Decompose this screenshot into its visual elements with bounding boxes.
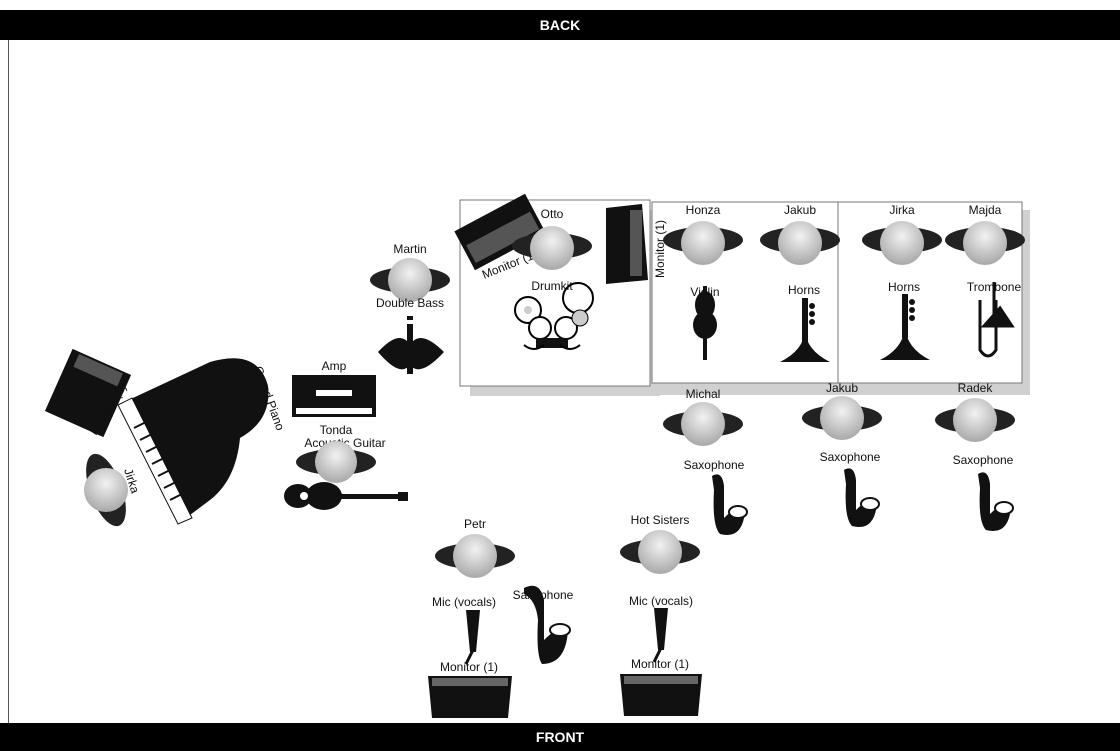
violin-icon	[693, 286, 717, 360]
monitor-wedge-piano	[44, 348, 132, 438]
stage-back-label: BACK	[0, 10, 1120, 40]
monitor-wedge-drums-left	[454, 193, 546, 271]
person-petr	[435, 534, 515, 578]
monitor-wedge-front-right	[620, 674, 702, 716]
person-name: Otto	[541, 207, 564, 221]
instrument-label: Violin	[690, 285, 719, 299]
person-name: Radek	[958, 381, 994, 395]
trombone-icon	[978, 282, 1015, 358]
instrument-label: Horns	[788, 283, 820, 297]
person-name: Jakub	[826, 381, 858, 395]
instrument-label: Double Bass	[376, 296, 444, 310]
microphone-icon	[652, 608, 668, 663]
instrument-label: Mic (vocals)	[629, 594, 693, 608]
person-jirka	[862, 221, 942, 265]
instrument-label: Trombone	[967, 280, 1022, 294]
person-majda	[945, 221, 1025, 265]
drumkit-icon	[514, 282, 594, 350]
instrument-label: Drumkit	[531, 279, 573, 293]
person-radek	[935, 398, 1015, 442]
person-name: Michal	[686, 387, 721, 401]
double-bass-icon	[378, 316, 444, 374]
saxophone-icon	[844, 468, 880, 528]
person-name: Majda	[969, 203, 1002, 217]
person-name: Petr	[464, 517, 486, 531]
instrument-label: Saxophone	[953, 453, 1014, 467]
person-name: Honza	[686, 203, 721, 217]
person-jakub	[760, 221, 840, 265]
saxophone-icon	[978, 472, 1014, 532]
stage-front-label: FRONT	[0, 723, 1120, 751]
person-name: Hot Sisters	[631, 513, 690, 527]
horns-icon	[780, 298, 830, 362]
person-name: Jakub	[784, 203, 816, 217]
person-otto	[512, 226, 592, 270]
stage-left-edge	[8, 40, 9, 723]
instrument-label: Amp	[322, 359, 347, 373]
person-hot-sisters	[620, 530, 700, 574]
monitor-wedge-drums-right	[606, 204, 648, 284]
monitor-label: Monitor (1)	[653, 220, 667, 278]
instrument-label: Saxophone	[684, 458, 745, 472]
microphone-icon	[464, 610, 480, 665]
person-michal	[663, 402, 743, 446]
monitor-wedge-front-left	[428, 676, 512, 718]
person-jirka	[84, 453, 128, 527]
person-name: Martin	[393, 242, 426, 256]
person-martin	[370, 258, 450, 302]
monitor-label: Monitor (1)	[631, 657, 689, 671]
grand-piano-icon	[117, 358, 269, 525]
horns-icon	[880, 294, 930, 360]
acoustic-guitar-icon	[284, 482, 408, 510]
person-jakub	[802, 396, 882, 440]
person-honza	[663, 221, 743, 265]
person-name: Jirka	[889, 203, 915, 217]
saxophone-icon	[712, 474, 748, 536]
saxophone-icon	[524, 585, 571, 664]
instrument-label: Saxophone	[820, 450, 881, 464]
amp-icon	[292, 375, 376, 417]
instrument-label: Horns	[888, 280, 920, 294]
instrument-label: Mic (vocals)	[432, 595, 496, 609]
person-tonda	[296, 441, 376, 483]
person-name: Tonda	[320, 423, 353, 437]
monitor-label: Monitor (1)	[440, 660, 498, 674]
